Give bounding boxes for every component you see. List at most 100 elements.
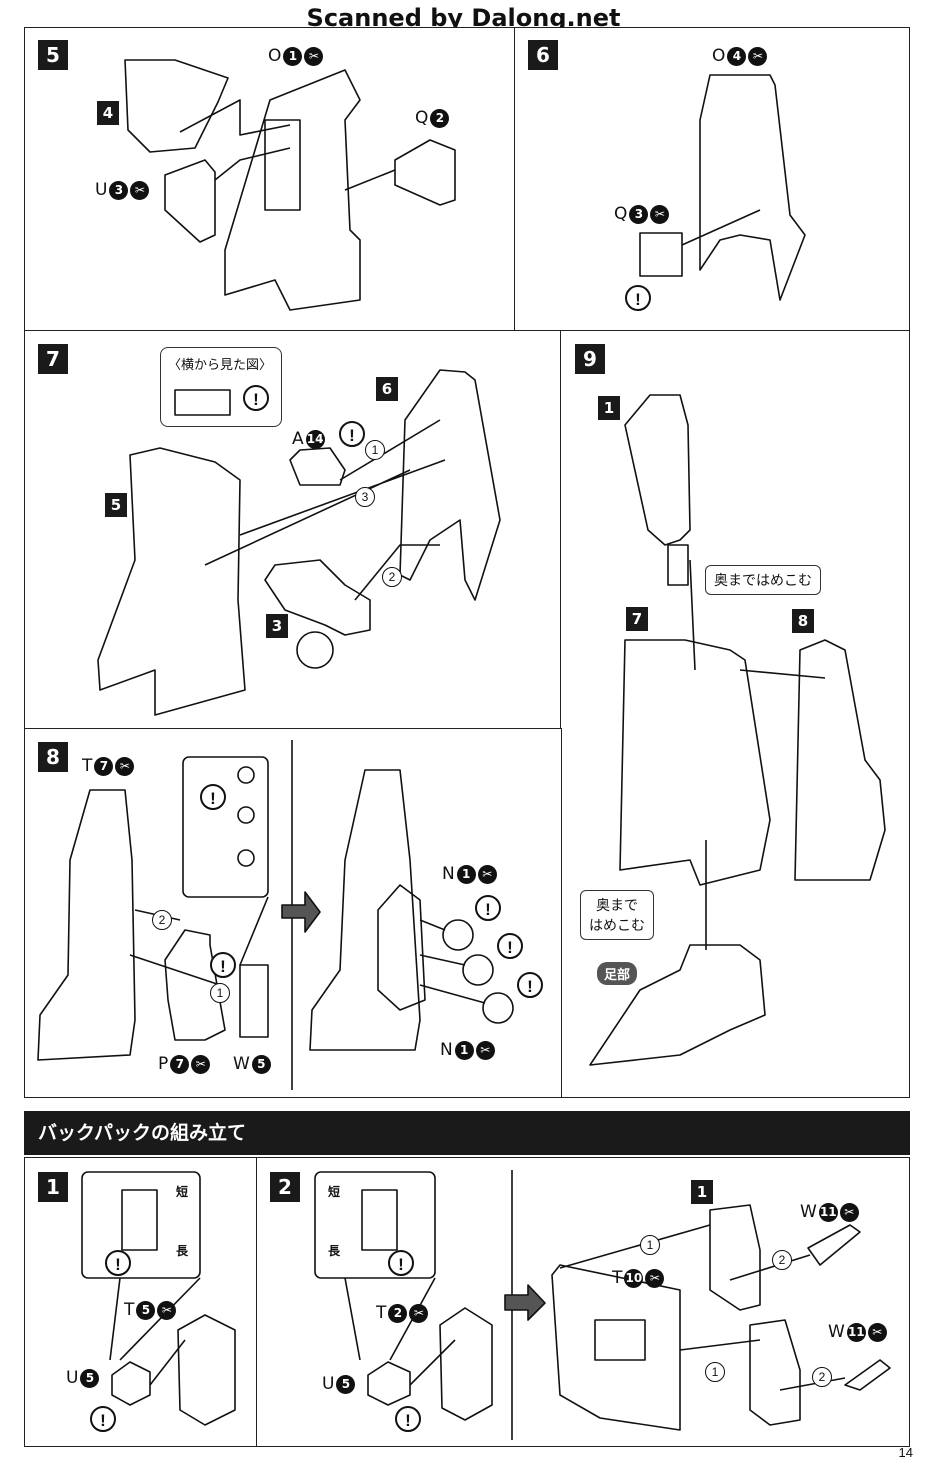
- part-number-badge: 2: [388, 1303, 408, 1323]
- sequence-marker-1: 1: [210, 983, 230, 1003]
- sequence-marker-1: 1: [365, 440, 385, 460]
- caution-icon: !: [105, 1250, 131, 1276]
- cut-icon: ✂: [115, 756, 135, 776]
- part-number-badge: 10: [624, 1268, 644, 1288]
- part-ref-1: 1: [598, 396, 620, 420]
- note-line-1: 奥まで: [596, 897, 638, 913]
- short-label: 短: [328, 1185, 341, 1199]
- section-title-backpack: バックパックの組み立て: [24, 1111, 910, 1155]
- cut-icon: ✂: [477, 864, 497, 884]
- panel-backpack-2: [256, 1157, 910, 1447]
- part-label-q3: Q 3 ✂: [614, 204, 670, 224]
- insert-fully-note-bottom: 奥まで はめこむ: [580, 890, 654, 940]
- part-label-o1: O 1 ✂: [268, 46, 324, 66]
- panel-step-6: [514, 27, 910, 332]
- part-letter: T: [376, 1303, 387, 1323]
- part-letter: T: [82, 756, 93, 776]
- cut-icon: ✂: [130, 180, 150, 200]
- part-label-t10: T 10 ✂: [612, 1268, 665, 1288]
- part-number-badge: 7: [170, 1054, 190, 1074]
- short-label: 短: [176, 1185, 189, 1199]
- cut-icon: ✂: [475, 1040, 495, 1060]
- part-number-badge: 1: [283, 46, 303, 66]
- step-number-9: 9: [575, 344, 605, 374]
- part-label-t7: T 7 ✂: [82, 756, 135, 776]
- caution-icon: !: [388, 1250, 414, 1276]
- part-letter: T: [124, 1300, 135, 1320]
- part-label-q2: Q 2: [415, 108, 450, 128]
- part-number-badge: 3: [109, 180, 129, 200]
- part-number-badge: 1: [456, 864, 476, 884]
- part-letter: N: [442, 864, 455, 884]
- cut-icon: ✂: [645, 1268, 665, 1288]
- part-letter: W: [800, 1202, 817, 1222]
- part-ref-3: 3: [266, 614, 288, 638]
- part-number-badge: 5: [136, 1300, 156, 1320]
- part-letter: P: [158, 1054, 169, 1074]
- step-number-6: 6: [528, 40, 558, 70]
- part-letter: U: [66, 1368, 79, 1388]
- long-label: 長: [176, 1244, 189, 1258]
- part-ref-1: 1: [691, 1180, 713, 1204]
- part-number-badge: 11: [818, 1202, 838, 1222]
- part-letter: O: [712, 46, 726, 66]
- sequence-marker-2: 2: [152, 910, 172, 930]
- part-label-u3: U 3 ✂: [95, 180, 150, 200]
- part-number-badge: 5: [80, 1368, 100, 1388]
- caution-icon: !: [243, 385, 269, 411]
- caution-icon: !: [200, 784, 226, 810]
- part-label-p7: P 7 ✂: [158, 1054, 211, 1074]
- cut-icon: ✂: [650, 204, 670, 224]
- part-letter: O: [268, 46, 282, 66]
- step-number-5: 5: [38, 40, 68, 70]
- cut-icon: ✂: [191, 1054, 211, 1074]
- part-letter: A: [292, 429, 304, 449]
- caution-icon: !: [395, 1406, 421, 1432]
- part-label-t2: T 2 ✂: [376, 1303, 429, 1323]
- part-label-w11-top: W 11 ✂: [800, 1202, 859, 1222]
- part-letter: W: [828, 1322, 845, 1342]
- part-letter: Q: [614, 204, 628, 224]
- step-number-8: 8: [38, 742, 68, 772]
- part-label-u5-b: U 5: [322, 1374, 356, 1394]
- part-label-u5: U 5: [66, 1368, 100, 1388]
- sequence-marker-2: 2: [772, 1250, 792, 1270]
- side-view-callout: [160, 347, 282, 427]
- sequence-marker-2: 2: [812, 1367, 832, 1387]
- part-letter: U: [322, 1374, 335, 1394]
- caution-icon: !: [90, 1406, 116, 1432]
- caution-icon: !: [339, 421, 365, 447]
- caution-icon: !: [210, 952, 236, 978]
- part-ref-4: 4: [97, 101, 119, 125]
- part-ref-7: 7: [626, 607, 648, 631]
- cut-icon: ✂: [157, 1300, 177, 1320]
- part-number-badge: 14: [305, 429, 325, 449]
- part-label-w11-bottom: W 11 ✂: [828, 1322, 887, 1342]
- part-ref-6: 6: [376, 377, 398, 401]
- cut-icon: ✂: [409, 1303, 429, 1323]
- step-number-7: 7: [38, 344, 68, 374]
- insert-fully-note-top: 奥まではめこむ: [705, 565, 821, 595]
- caution-icon: !: [625, 285, 651, 311]
- note-line-2: はめこむ: [589, 917, 645, 933]
- part-letter: Q: [415, 108, 429, 128]
- part-label-n1-top: N 1 ✂: [442, 864, 497, 884]
- caution-icon: !: [517, 972, 543, 998]
- part-ref-8: 8: [792, 609, 814, 633]
- foot-part-tag: 足部: [597, 962, 638, 985]
- sequence-marker-1: 1: [705, 1362, 725, 1382]
- cut-icon: ✂: [839, 1202, 859, 1222]
- part-label-t5: T 5 ✂: [124, 1300, 177, 1320]
- page-number: 14: [898, 1445, 913, 1460]
- side-view-label: 〈横から見た図〉: [168, 357, 273, 372]
- part-number-badge: 5: [336, 1374, 356, 1394]
- part-number-badge: 7: [94, 756, 114, 776]
- backpack-step-1: 1: [38, 1172, 68, 1202]
- part-number-badge: 5: [251, 1054, 271, 1074]
- part-letter: U: [95, 180, 108, 200]
- part-label-a14: A 14: [292, 429, 325, 449]
- backpack-step-2: 2: [270, 1172, 300, 1202]
- part-label-n1-bottom: N 1 ✂: [440, 1040, 495, 1060]
- part-label-o4: O 4 ✂: [712, 46, 768, 66]
- sequence-marker-3: 3: [355, 487, 375, 507]
